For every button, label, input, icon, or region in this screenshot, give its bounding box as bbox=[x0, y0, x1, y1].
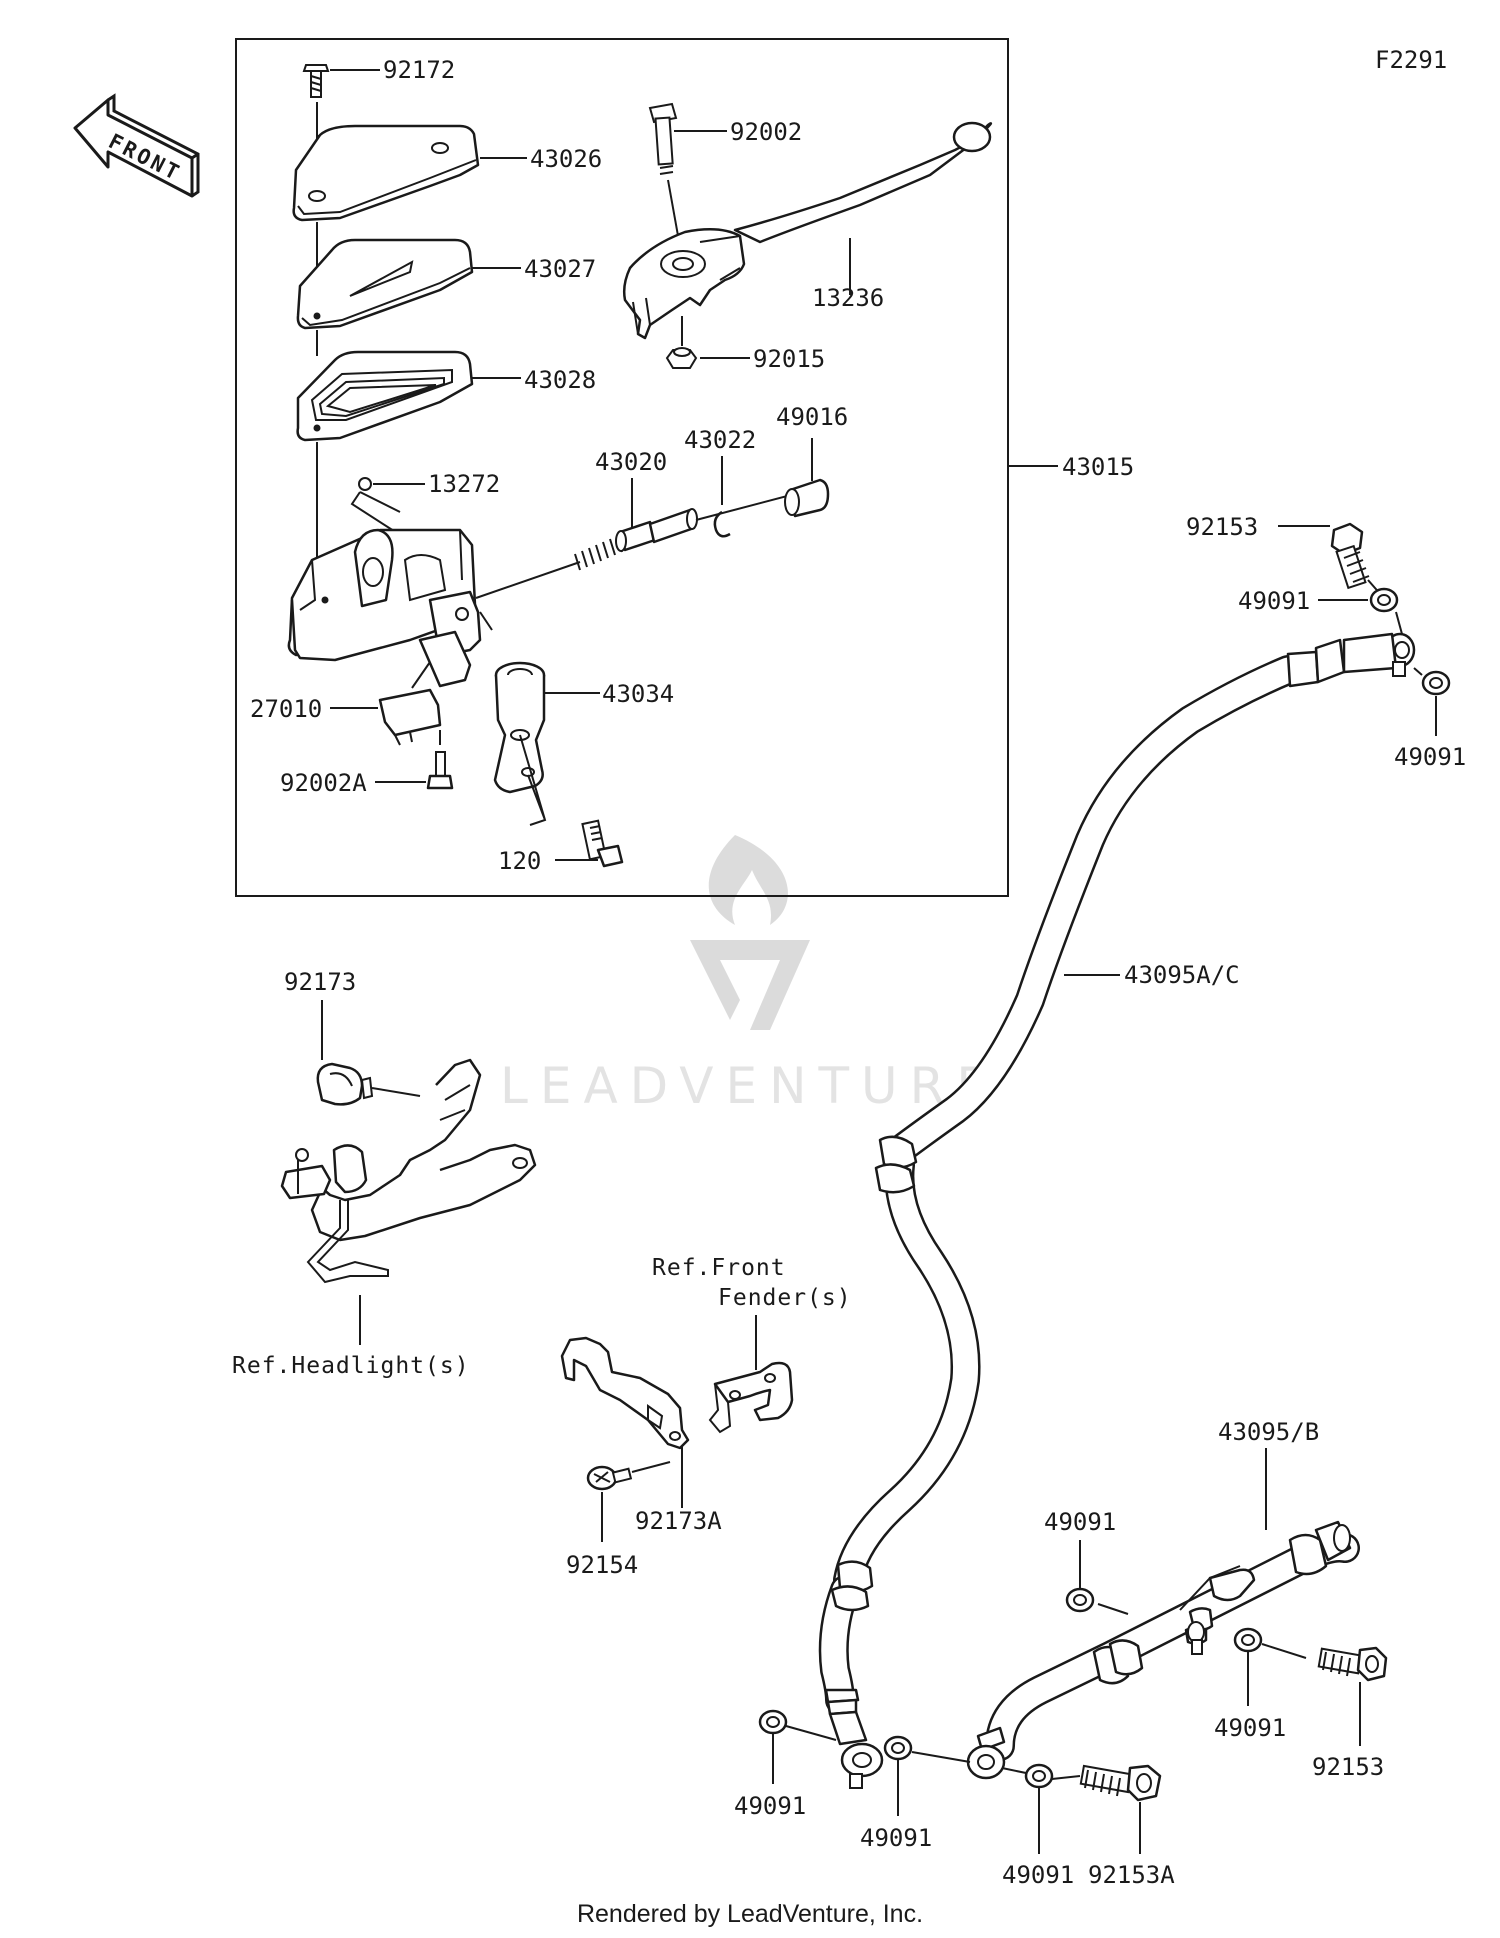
ref-headlight: Ref.Headlight(s) bbox=[232, 1353, 470, 1379]
screw-92154 bbox=[586, 1465, 633, 1491]
boot-49016 bbox=[784, 478, 830, 518]
brake-lever-13236 bbox=[622, 121, 993, 340]
brake-hose-43095AC bbox=[818, 632, 1416, 1789]
label-43020: 43020 bbox=[595, 448, 667, 476]
label-120: 120 bbox=[498, 847, 541, 875]
ref-front-fender-line2: Fender(s) bbox=[718, 1285, 852, 1311]
label-92173: 92173 bbox=[284, 968, 356, 996]
label-43015: 43015 bbox=[1062, 453, 1134, 481]
screw-13272 bbox=[358, 477, 372, 491]
brake-hose-43095B bbox=[966, 1520, 1360, 1780]
screw-92002A bbox=[426, 751, 454, 790]
label-92153A: 92153A bbox=[1088, 1861, 1175, 1889]
label-43028: 43028 bbox=[524, 366, 596, 394]
bolt-120 bbox=[581, 819, 624, 868]
label-92173A: 92173A bbox=[635, 1507, 722, 1535]
label-92153-top: 92153 bbox=[1186, 513, 1258, 541]
diagram-code: F2291 bbox=[1375, 46, 1447, 74]
label-49091-b: 49091 bbox=[1394, 743, 1466, 771]
label-13272: 13272 bbox=[428, 470, 500, 498]
headlight-bracket bbox=[280, 1058, 537, 1284]
circlip-43022 bbox=[713, 510, 731, 538]
pivot-bolt-92002 bbox=[648, 102, 678, 175]
reservoir-cap-43026 bbox=[292, 124, 480, 222]
master-cylinder-assembly-box bbox=[235, 38, 1009, 897]
banjo-bolt-92153-top bbox=[1330, 522, 1370, 590]
label-92015: 92015 bbox=[753, 345, 825, 373]
label-92154: 92154 bbox=[566, 1551, 638, 1579]
piston-43020 bbox=[574, 508, 698, 571]
watermark-text: LEADVENTURE bbox=[500, 1057, 1000, 1115]
label-92172: 92172 bbox=[383, 56, 455, 84]
label-49091-e: 49091 bbox=[734, 1792, 806, 1820]
label-43022: 43022 bbox=[684, 426, 756, 454]
footer-credit: Rendered by LeadVenture, Inc. bbox=[577, 1900, 923, 1928]
banjo-bolt-92153-bottom bbox=[1317, 1646, 1388, 1682]
label-43034: 43034 bbox=[602, 680, 674, 708]
label-43026: 43026 bbox=[530, 145, 602, 173]
label-43027: 43027 bbox=[524, 255, 596, 283]
clamp-43034 bbox=[493, 661, 546, 794]
label-27010: 27010 bbox=[250, 695, 322, 723]
hose-guide-bracket-92173A bbox=[560, 1336, 690, 1450]
hose-clamp-92173 bbox=[316, 1062, 374, 1106]
label-49091-g: 49091 bbox=[1002, 1861, 1074, 1889]
fender-hose-clip bbox=[708, 1361, 794, 1434]
master-cylinder-body bbox=[287, 528, 482, 688]
label-49091-d: 49091 bbox=[1214, 1714, 1286, 1742]
label-49091-a: 49091 bbox=[1238, 587, 1310, 615]
brake-switch-27010 bbox=[378, 688, 442, 746]
label-13236: 13236 bbox=[812, 284, 884, 312]
ref-front-fender-line1: Ref.Front bbox=[652, 1255, 786, 1281]
label-49091-f: 49091 bbox=[860, 1824, 932, 1852]
label-49091-c: 49091 bbox=[1044, 1508, 1116, 1536]
diaphragm-43028 bbox=[296, 350, 474, 442]
banjo-bolt-92153A bbox=[1079, 1764, 1162, 1802]
screw-92172 bbox=[302, 64, 330, 98]
label-92153-bottom: 92153 bbox=[1312, 1753, 1384, 1781]
label-49016: 49016 bbox=[776, 403, 848, 431]
label-43095B: 43095/B bbox=[1218, 1418, 1319, 1446]
label-92002A: 92002A bbox=[280, 769, 367, 797]
front-arrow-icon: FRONT bbox=[73, 93, 200, 198]
label-43095AC: 43095A/C bbox=[1124, 961, 1240, 989]
label-92002: 92002 bbox=[730, 118, 802, 146]
nut-92015 bbox=[665, 347, 698, 369]
diaphragm-plate-43027 bbox=[296, 238, 474, 330]
leadventure-watermark-logo: LEADVENTURE bbox=[500, 835, 1000, 1115]
